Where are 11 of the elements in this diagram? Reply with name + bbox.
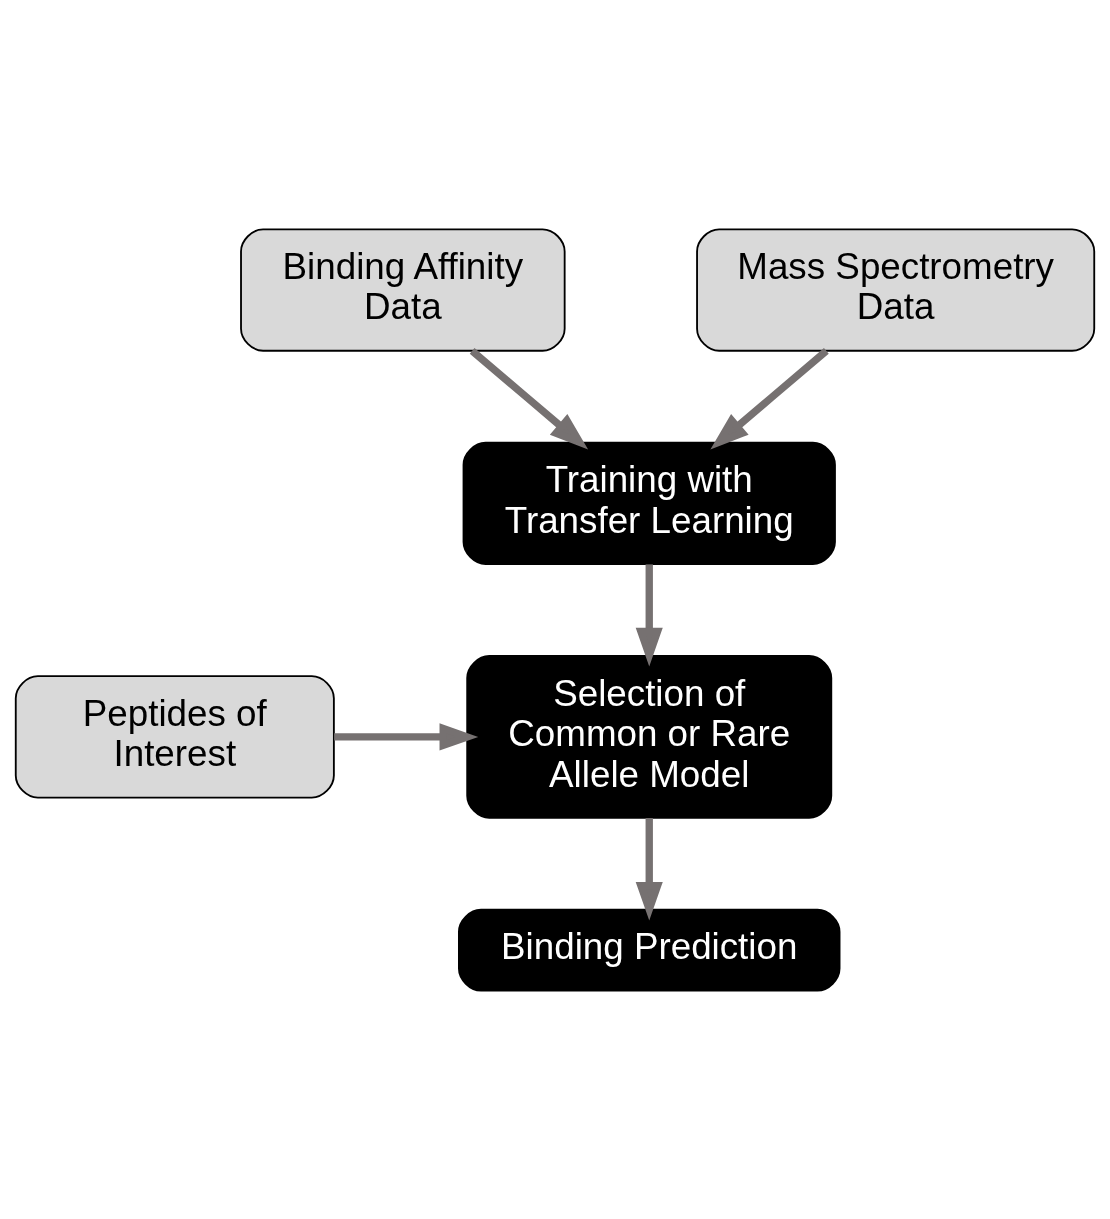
node-box: Mass Spectrometry Data: [696, 227, 1096, 352]
node-box: Training with Transfer Learning: [462, 441, 836, 565]
arrow: [469, 347, 589, 449]
node-box: Peptides of Interest: [14, 674, 335, 798]
node-box: Binding Prediction: [458, 908, 841, 992]
arrow: [334, 722, 479, 750]
node-box: Binding Affinity Data: [240, 227, 566, 352]
arrow: [635, 817, 663, 921]
node-box: Selection of Common or Rare Allele Model: [466, 654, 833, 819]
arrow: [710, 347, 829, 449]
arrow: [635, 563, 663, 666]
